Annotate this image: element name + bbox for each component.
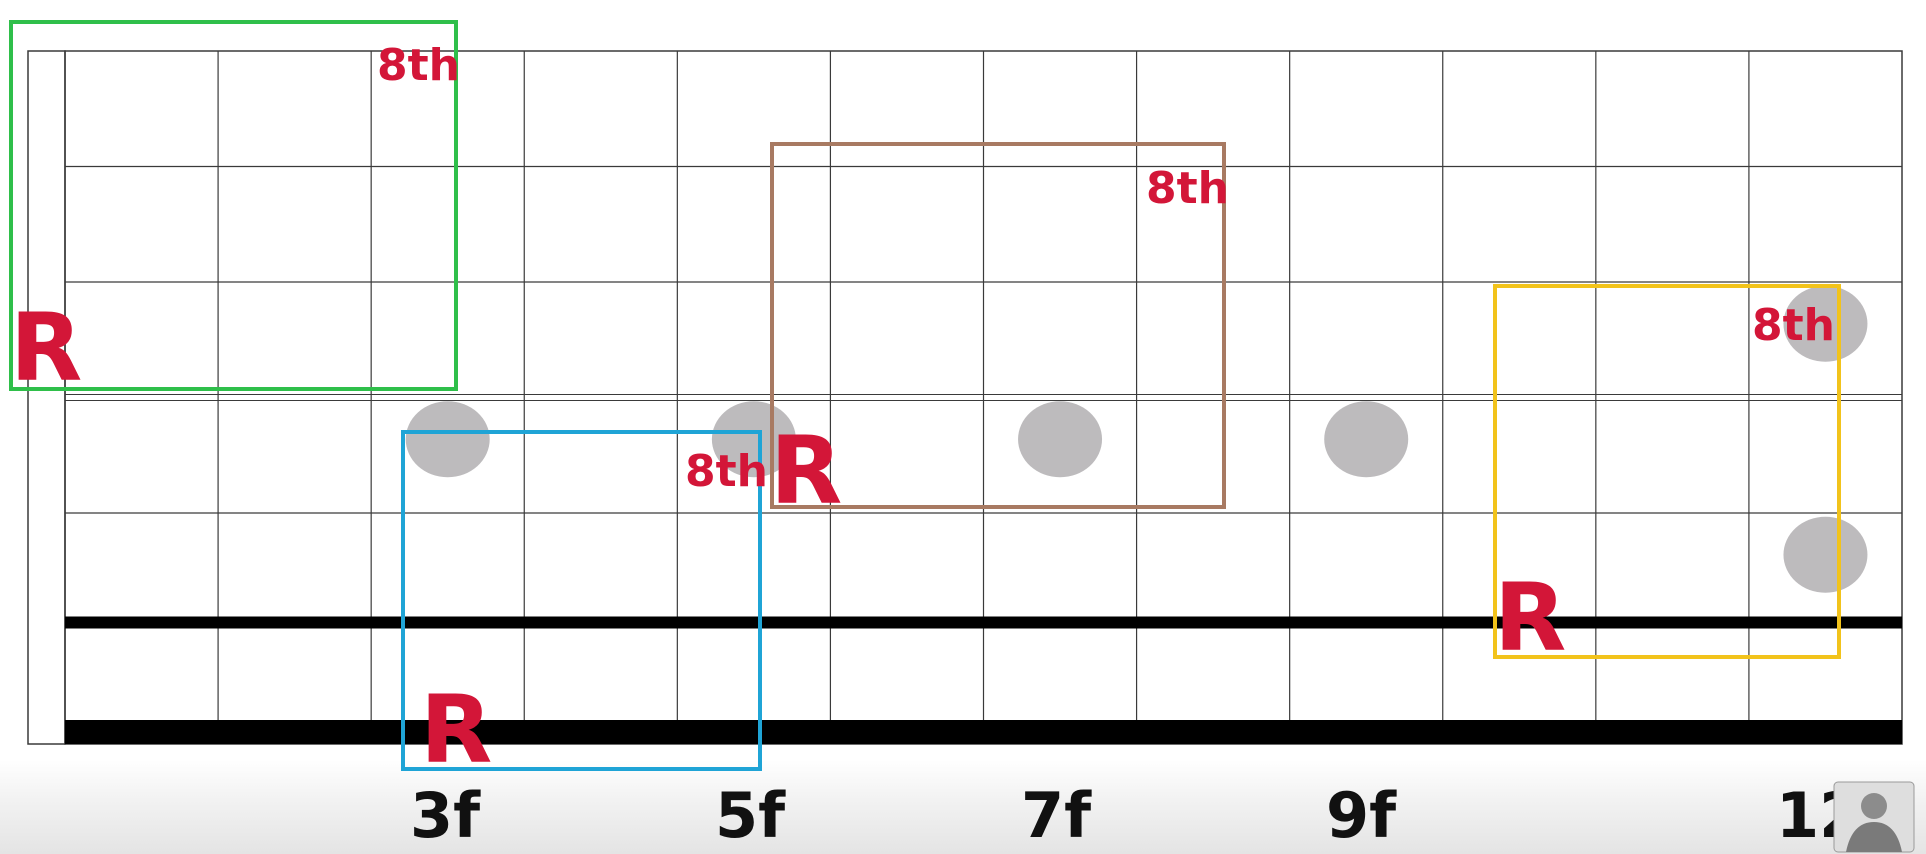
brown-shape: 8th R	[770, 142, 1229, 526]
inlay-dot-fret-12-5	[1783, 516, 1868, 593]
string-lines	[65, 165, 1902, 744]
channel-logo-head	[1861, 793, 1887, 819]
blue-shape-box	[401, 430, 762, 771]
green-shape-box	[9, 20, 458, 391]
fret-label-3f: 3f	[410, 779, 481, 852]
blue-shape: 8th R	[401, 430, 768, 785]
inlay-dots	[405, 285, 1868, 593]
fret-labels: 3f 5f 7f 9f 12f	[410, 779, 1890, 852]
channel-logo	[1833, 781, 1915, 853]
inlay-dot-fret-9-3	[1324, 401, 1409, 478]
channel-logo-body	[1846, 822, 1902, 852]
yellow-shape: 8th R	[1493, 284, 1841, 673]
green-shape: 8th R	[9, 20, 460, 403]
brown-shape-octave-label: 8th	[1146, 163, 1229, 214]
inlay-dot-fret-3-0	[405, 401, 490, 478]
fret-label-9f: 9f	[1326, 779, 1397, 852]
blue-shape-root-label: R	[420, 676, 492, 785]
yellow-shape-octave-label: 8th	[1752, 300, 1835, 351]
fret-label-5f: 5f	[715, 779, 786, 852]
yellow-shape-root-label: R	[1494, 564, 1566, 673]
inlay-dot-fret-5-1	[711, 401, 796, 478]
nut	[27, 50, 66, 745]
fret-label-7f: 7f	[1021, 779, 1092, 852]
green-shape-octave-label: 8th	[377, 40, 460, 91]
green-shape-root-label: R	[10, 294, 82, 403]
brown-shape-root-label: R	[770, 417, 842, 526]
inlay-dot-fret-12-4	[1783, 285, 1868, 362]
brown-shape-box	[770, 142, 1226, 509]
fretboard	[27, 50, 1903, 745]
yellow-shape-box	[1493, 284, 1841, 659]
inlay-dot-fret-7-2	[1018, 401, 1103, 478]
blue-shape-octave-label: 8th	[685, 446, 768, 497]
